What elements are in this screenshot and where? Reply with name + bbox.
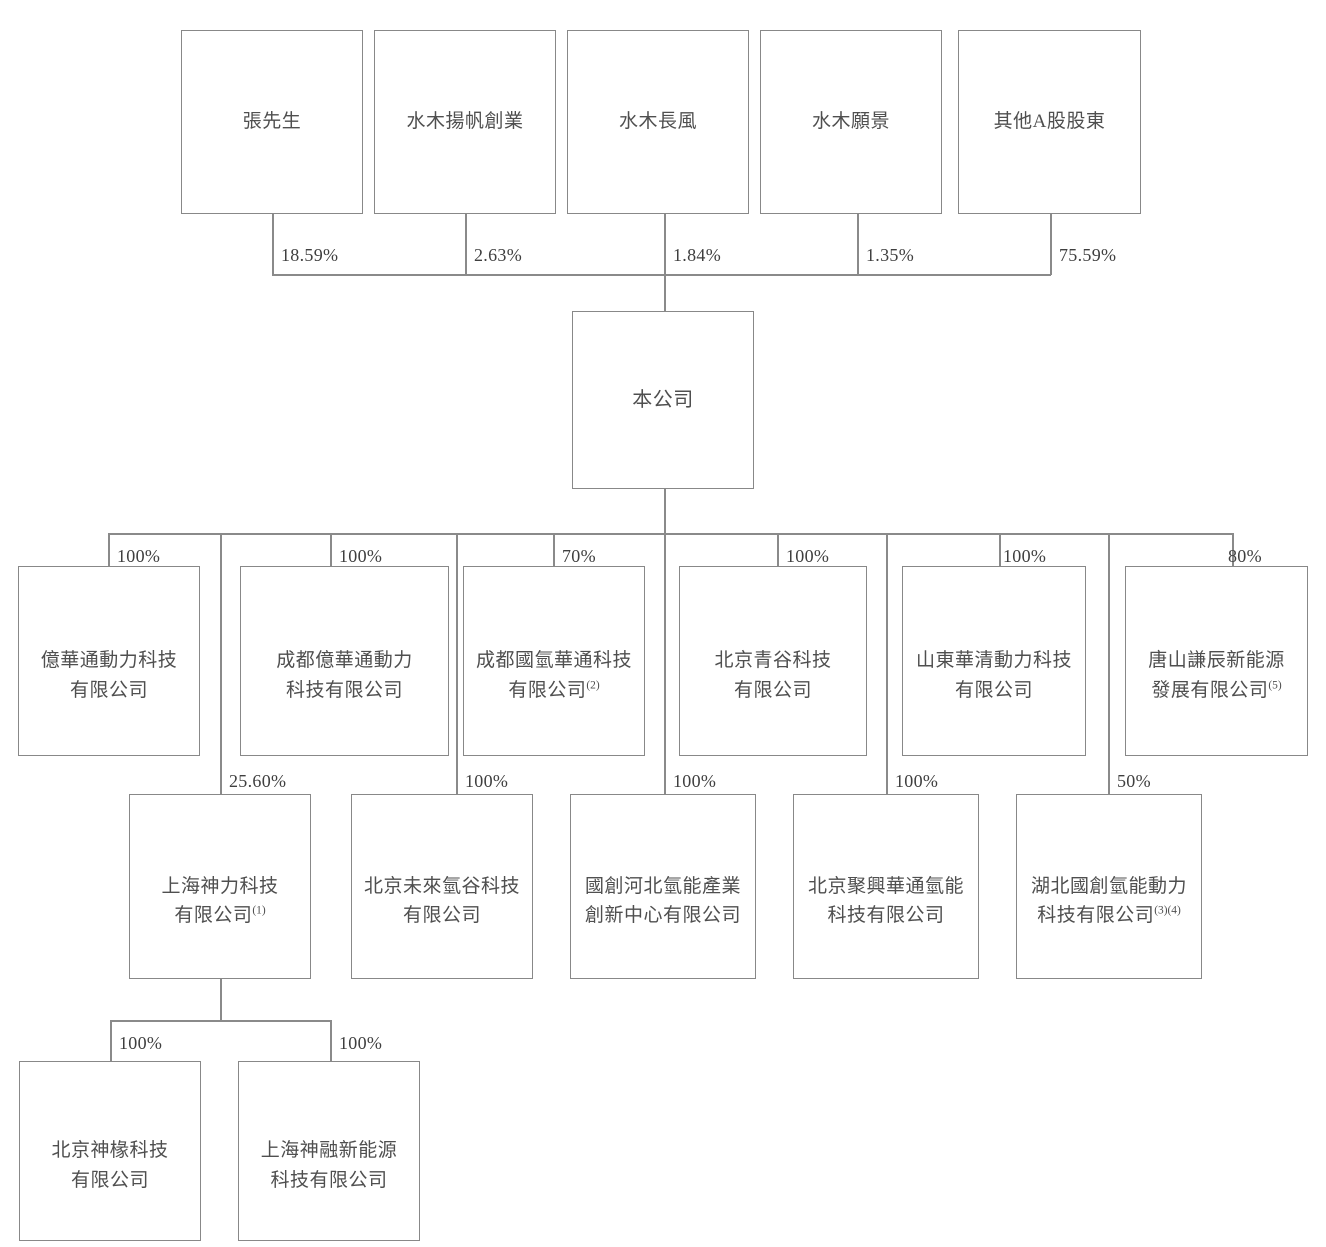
level2-box-1: 上海神力科技 有限公司(1) <box>129 794 311 979</box>
shareholder-label-1: 張先生 <box>242 111 302 133</box>
connector-bus-to-company <box>664 274 666 312</box>
percent-shareholder-3: 1.84% <box>673 245 721 265</box>
shareholder-label-3: 水木長風 <box>618 111 697 133</box>
level2-label-1: 上海神力科技 有限公司(1) <box>161 875 279 927</box>
percent-subsidiary-4: 100% <box>786 546 830 566</box>
connector-passthrough-5 <box>1108 533 1110 795</box>
connector-subsidiary-2 <box>330 533 332 566</box>
subsidiary-label-4: 北京青谷科技 有限公司 <box>714 650 832 701</box>
connector-level2-to-bus <box>220 979 222 1021</box>
level3-bus-line <box>110 1020 331 1022</box>
shareholder-box-4: 水木願景 <box>760 30 942 214</box>
level3-box-1: 北京神椽科技 有限公司 <box>19 1061 201 1241</box>
percent-shareholder-4: 1.35% <box>866 245 914 265</box>
connector-shareholder-3 <box>664 214 666 275</box>
subsidiary-label-1: 億華通動力科技 有限公司 <box>40 650 178 701</box>
percent-shareholder-1: 18.59% <box>281 245 339 265</box>
percent-level2-4: 100% <box>895 771 939 791</box>
shareholder-box-1: 張先生 <box>181 30 363 214</box>
company-box: 本公司 <box>572 311 754 489</box>
percent-shareholder-5: 75.59% <box>1059 245 1117 265</box>
connector-shareholder-5 <box>1050 214 1052 275</box>
subsidiary-label-5: 山東華清動力科技 有限公司 <box>915 650 1072 701</box>
level2-box-4: 北京聚興華通氫能 科技有限公司 <box>793 794 979 979</box>
connector-subsidiary-1 <box>108 533 110 566</box>
percent-level2-2: 100% <box>465 771 509 791</box>
footnote-marker-11: (3)(4) <box>1154 904 1181 917</box>
percent-subsidiary-1: 100% <box>117 546 161 566</box>
subsidiary-box-6: 唐山謙辰新能源 發展有限公司(5) <box>1125 566 1308 756</box>
percent-level3-1: 100% <box>119 1033 163 1053</box>
percent-level2-1: 25.60% <box>229 771 287 791</box>
connector-passthrough-1 <box>220 533 222 795</box>
shareholder-label-2: 水木揚帆創業 <box>406 111 524 133</box>
subsidiary-box-1: 億華通動力科技 有限公司 <box>18 566 200 756</box>
level3-label-2: 上海神融新能源 科技有限公司 <box>260 1140 398 1191</box>
level3-box-2: 上海神融新能源 科技有限公司 <box>238 1061 420 1241</box>
level2-box-5: 湖北國創氫能動力 科技有限公司(3)(4) <box>1016 794 1202 979</box>
footnote-marker-7: (1) <box>252 904 266 917</box>
connector-level3-2 <box>330 1020 332 1062</box>
level2-label-2: 北京未來氫谷科技 有限公司 <box>363 875 520 927</box>
connector-subsidiary-3 <box>553 533 555 566</box>
footnote-marker-3: (2) <box>586 679 600 692</box>
subsidiary-label-6: 唐山謙辰新能源 發展有限公司(5) <box>1148 650 1285 701</box>
level2-box-2: 北京未來氫谷科技 有限公司 <box>351 794 533 979</box>
company-label: 本公司 <box>632 388 694 411</box>
connector-passthrough-2 <box>456 533 458 795</box>
percent-level2-5: 50% <box>1117 771 1151 791</box>
connector-subsidiary-5 <box>999 533 1001 566</box>
level2-label-5: 湖北國創氫能動力 科技有限公司(3)(4) <box>1030 875 1187 927</box>
level2-label-4: 北京聚興華通氫能 科技有限公司 <box>807 875 964 927</box>
shareholder-bus-line <box>272 274 1051 276</box>
footnote-marker-6: (5) <box>1268 679 1282 692</box>
percent-subsidiary-2: 100% <box>339 546 383 566</box>
connector-level3-1 <box>110 1020 112 1062</box>
percent-subsidiary-6: 80% <box>1228 546 1262 566</box>
percent-subsidiary-3: 70% <box>562 546 596 566</box>
shareholder-box-5: 其他A股股東 <box>958 30 1141 214</box>
subsidiary-box-2: 成都億華通動力 科技有限公司 <box>240 566 449 756</box>
connector-shareholder-4 <box>857 214 859 275</box>
percent-level2-3: 100% <box>673 771 717 791</box>
connector-passthrough-3 <box>664 533 666 795</box>
subsidiary-box-4: 北京青谷科技 有限公司 <box>679 566 867 756</box>
connector-passthrough-4 <box>886 533 888 795</box>
percent-level3-2: 100% <box>339 1033 383 1053</box>
shareholder-label-4: 水木願景 <box>811 111 890 133</box>
subsidiary-label-2: 成都億華通動力 科技有限公司 <box>276 650 413 701</box>
level3-label-1: 北京神椽科技 有限公司 <box>51 1140 169 1191</box>
connector-shareholder-2 <box>465 214 467 275</box>
connector-company-to-bus <box>664 489 666 534</box>
shareholder-box-2: 水木揚帆創業 <box>374 30 556 214</box>
shareholder-label-5: 其他A股股東 <box>993 111 1106 133</box>
subsidiary-box-3: 成都國氫華通科技 有限公司(2) <box>463 566 645 756</box>
subsidiary-bus-line <box>108 533 1232 535</box>
subsidiary-box-5: 山東華清動力科技 有限公司 <box>902 566 1086 756</box>
percent-subsidiary-5: 100% <box>1003 546 1047 566</box>
connector-shareholder-1 <box>272 214 274 275</box>
level2-box-3: 國創河北氫能產業 創新中心有限公司 <box>570 794 756 979</box>
shareholder-box-3: 水木長風 <box>567 30 749 214</box>
subsidiary-label-3: 成都國氫華通科技 有限公司(2) <box>475 650 632 701</box>
percent-shareholder-2: 2.63% <box>474 245 522 265</box>
level2-label-3: 國創河北氫能產業 創新中心有限公司 <box>584 875 741 927</box>
connector-subsidiary-6 <box>1232 533 1234 566</box>
connector-subsidiary-4 <box>777 533 779 566</box>
